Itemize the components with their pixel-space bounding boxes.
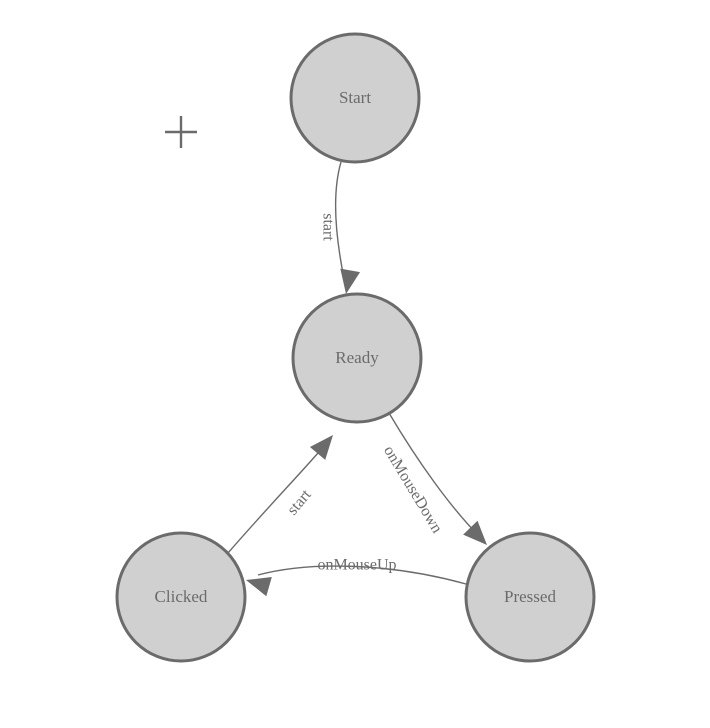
edge-ready-to-pressed[interactable]: onMouseDown [380, 412, 487, 545]
node-start[interactable]: Start [289, 32, 421, 164]
node-circle-pressed[interactable] [464, 531, 596, 663]
node-clicked[interactable]: Clicked [115, 531, 247, 663]
node-layer: Start Ready Clicked Pressed [115, 32, 596, 663]
node-pressed[interactable]: Pressed [464, 531, 596, 663]
edge-label-start-to-ready: start [319, 213, 336, 241]
node-ready[interactable]: Ready [291, 292, 423, 424]
node-circle-start[interactable] [289, 32, 421, 164]
plus-crosshair-icon[interactable] [165, 116, 197, 148]
edge-path-clicked-to-ready[interactable] [227, 444, 326, 554]
arrowhead-ready-to-pressed [463, 520, 487, 545]
arrowhead-clicked-to-ready [309, 435, 333, 460]
edge-path-start-to-ready[interactable] [334, 161, 346, 284]
edge-clicked-to-ready[interactable]: start [227, 435, 333, 554]
node-circle-clicked[interactable] [115, 531, 247, 663]
edge-label-pressed-to-clicked: onMouseUp [317, 557, 396, 574]
edge-start-to-ready[interactable]: start [319, 161, 361, 294]
edge-label-clicked-to-ready: start [284, 486, 315, 518]
marker-layer [165, 116, 197, 148]
node-circle-ready[interactable] [291, 292, 423, 424]
arrowhead-pressed-to-clicked [246, 577, 272, 597]
edge-pressed-to-clicked[interactable]: onMouseUp [246, 557, 467, 597]
edge-label-ready-to-pressed: onMouseDown [380, 443, 445, 536]
edge-path-ready-to-pressed[interactable] [388, 412, 481, 538]
edge-path-pressed-to-clicked[interactable] [257, 565, 467, 585]
arrowhead-start-to-ready [340, 268, 361, 294]
